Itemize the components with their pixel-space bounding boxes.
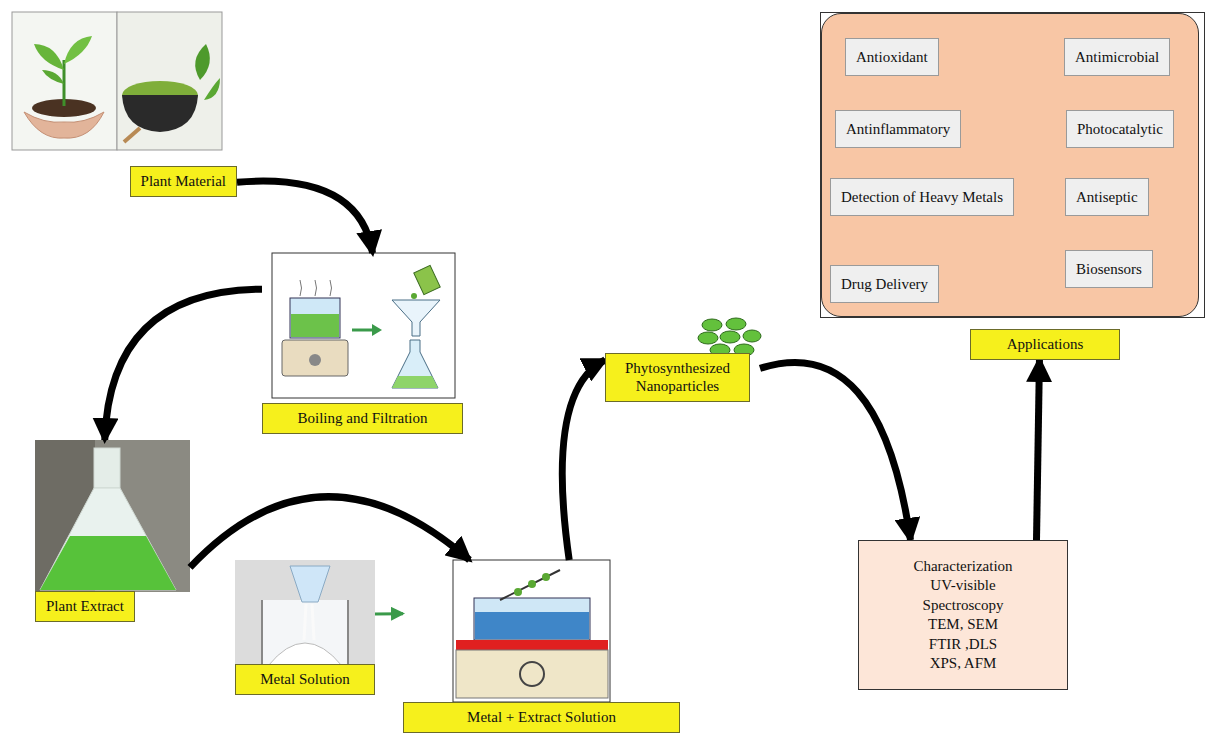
white-powder <box>268 643 342 666</box>
photo-frame <box>235 560 375 670</box>
application-text: Antiseptic <box>1076 188 1138 206</box>
application-box: Antiseptic <box>1065 178 1149 216</box>
flow-arrow <box>1037 360 1040 540</box>
technique-text: FTIR ,DLS <box>929 635 997 655</box>
flow-arrow <box>105 289 262 440</box>
application-text: Antimicrobial <box>1075 48 1159 66</box>
drop <box>514 588 522 596</box>
step-group: Plant Extract <box>35 440 190 622</box>
beaker <box>290 298 340 338</box>
drop <box>411 293 417 299</box>
picture-frame <box>453 560 610 702</box>
drop <box>542 573 550 581</box>
powder-photo <box>117 12 222 150</box>
technique-text: TEM, SEM <box>928 615 998 635</box>
step-label: Metal Solution <box>235 664 375 695</box>
particle <box>743 330 761 342</box>
application-box: Antimicrobial <box>1064 38 1170 76</box>
box-heading: Characterization <box>913 557 1012 577</box>
photo-frame <box>12 12 117 150</box>
hot-plate <box>282 340 348 376</box>
leaf <box>195 44 210 80</box>
particle <box>698 332 718 344</box>
flow-arrow <box>562 360 605 560</box>
particle <box>720 331 740 343</box>
application-text: Biosensors <box>1076 260 1142 278</box>
step-label: Boiling and Filtration <box>262 403 463 434</box>
technique-text: XPS, AFM <box>930 654 997 674</box>
boiling-filtration-picture <box>272 253 455 398</box>
solution <box>475 612 589 639</box>
leaf <box>64 36 92 64</box>
flow-arrow <box>190 497 469 568</box>
metal-solution-picture <box>235 560 375 670</box>
photo-frame <box>117 12 222 150</box>
process-arrow <box>372 324 382 336</box>
green-arrow <box>375 612 403 615</box>
pouring-beaker <box>414 265 440 294</box>
particle <box>726 318 746 330</box>
step-label: Plant Extract <box>35 591 135 622</box>
knob <box>309 354 321 366</box>
leaf <box>204 78 220 100</box>
flask-body <box>40 488 176 590</box>
steam <box>300 280 332 296</box>
picture-frame <box>272 253 455 398</box>
technique-text: UV-visible Spectroscopy <box>898 576 1028 615</box>
application-text: Antioxidant <box>856 48 928 66</box>
stirrer-picture <box>453 560 610 702</box>
step-group: Plant Material <box>12 12 237 197</box>
characterization-box: CharacterizationUV-visible SpectroscopyT… <box>858 540 1068 690</box>
funnel <box>392 300 440 336</box>
application-text: Photocatalytic <box>1077 120 1163 138</box>
step-label: Phytosynthesized Nanoparticles <box>605 353 750 403</box>
scoop <box>290 566 330 602</box>
application-box: Detection of Heavy Metals <box>830 178 1014 216</box>
nanoparticle-cluster <box>698 318 761 356</box>
stirrer-base <box>456 650 608 698</box>
application-box: Biosensors <box>1065 250 1153 288</box>
particle <box>702 319 722 331</box>
seedling-photo <box>12 12 117 150</box>
plant-extract-picture <box>35 440 190 592</box>
flow-arrow <box>760 362 911 540</box>
drop <box>528 580 536 588</box>
panel-label: Applications <box>970 329 1120 360</box>
step-label: Metal + Extract Solution <box>403 702 680 733</box>
step-group: Metal Solution <box>235 560 375 695</box>
beaker <box>262 600 348 666</box>
application-text: Antinflammatory <box>846 120 950 138</box>
boiling-liquid <box>291 314 339 337</box>
dial <box>520 662 544 686</box>
application-box: Antinflammatory <box>835 110 961 148</box>
step-label: Plant Material <box>130 166 237 197</box>
leaf <box>42 70 64 84</box>
bowl <box>122 95 198 132</box>
filtrate <box>392 376 438 388</box>
step-group: Boiling and Filtration <box>262 253 463 434</box>
dropper <box>500 570 560 600</box>
flask-neck <box>94 448 120 488</box>
applications-panel: Applications Antioxidant AntimicrobialAnti… <box>820 12 1205 360</box>
step-group: Phytosynthesized Nanoparticles <box>605 318 760 402</box>
heater-band <box>456 640 608 650</box>
photo-frame <box>35 440 190 592</box>
leaf <box>34 44 64 70</box>
hands <box>24 112 104 138</box>
flow-arrow <box>237 181 373 253</box>
step-group: Metal + Extract Solution <box>403 560 680 733</box>
flask <box>392 340 438 388</box>
spoon <box>124 128 140 142</box>
application-box: Drug Delivery <box>830 265 939 303</box>
application-box: Antioxidant <box>845 38 939 76</box>
application-text: Detection of Heavy Metals <box>841 188 1003 206</box>
application-text: Drug Delivery <box>841 275 928 293</box>
process-arrow <box>352 329 372 332</box>
beaker <box>474 598 590 640</box>
falling-powder <box>304 604 314 640</box>
application-box: Photocatalytic <box>1066 110 1174 148</box>
green-extract <box>40 536 176 590</box>
